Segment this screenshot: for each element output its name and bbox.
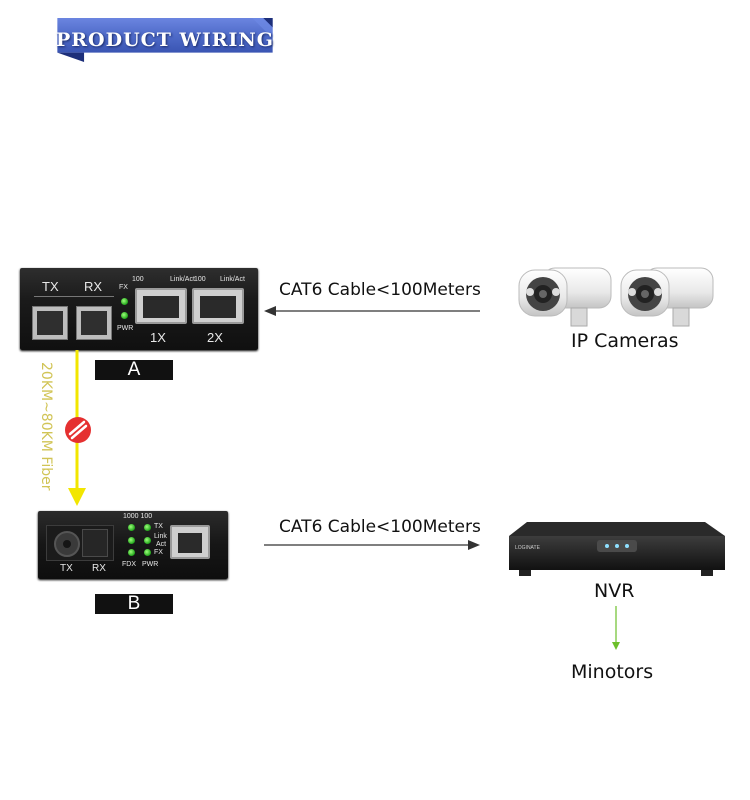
bottom-cable-label: CAT6 Cable<100Meters [279, 517, 481, 537]
device-a-fx-led [121, 298, 128, 305]
device-b-led-1 [128, 524, 135, 531]
top-cable-label: CAT6 Cable<100Meters [279, 280, 481, 300]
fiber-break-icon [65, 417, 91, 443]
device-a-fx-label: FX [119, 284, 128, 291]
fiber-arrowhead [68, 488, 86, 506]
nvr-image [509, 522, 725, 576]
ip-cameras-image [518, 267, 714, 327]
nvr-label: NVR [594, 580, 635, 602]
device-a-label: A [95, 360, 173, 380]
device-a-divider [34, 296, 114, 297]
banner-shape [57, 18, 273, 62]
device-b-fiber-port [54, 531, 80, 557]
device-b-label: B [95, 594, 173, 614]
device-b-led-2 [144, 524, 151, 531]
device-b-led-fx: FX [154, 549, 163, 556]
device-b-rx-port [82, 529, 108, 557]
device-a-pwr-led [121, 312, 128, 319]
device-b-led-5 [128, 549, 135, 556]
device-a-rj45-1x [135, 288, 187, 324]
device-b-led-3 [128, 537, 135, 544]
device-b-led-link: Link [154, 533, 167, 540]
device-a-rx-label: RX [84, 279, 103, 294]
device-a-speed-1: 100 [132, 276, 144, 283]
device-a-tx-label: TX [42, 279, 59, 294]
device-b-rx-label: RX [92, 563, 106, 574]
top-cable-arrow [264, 306, 480, 316]
device-b-rj45 [170, 525, 210, 559]
media-converter-b: TX RX 1000 100 TX Link Act FX FDX PWR [38, 511, 228, 579]
device-a-rj45-2x [192, 288, 244, 324]
fiber-break-arrows [68, 420, 88, 440]
device-b-led-act: Act [156, 541, 167, 548]
bottom-cable-arrow [264, 540, 480, 550]
fiber-label: 20KM~80KM Fiber [38, 362, 54, 491]
device-a-port-1x-label: 1X [150, 330, 166, 345]
device-a-pwr-label: PWR [117, 325, 134, 332]
monitor-arrow [612, 606, 620, 650]
device-b-speed-label: 1000 100 [123, 513, 153, 520]
camera-icon-1 [518, 267, 612, 327]
device-b-led-tx: TX [154, 523, 163, 530]
device-a-linkact-1: Link/Act [170, 276, 195, 283]
device-b-tx-label: TX [60, 563, 73, 574]
device-a-port-2x-label: 2X [207, 330, 223, 345]
media-converter-a: TX RX FX PWR 100 Link/Act 100 Link/Act 1… [20, 268, 258, 350]
device-a-speed-2: 100 [194, 276, 206, 283]
device-b-pwr: PWR [142, 561, 159, 568]
device-b-led-6 [144, 549, 151, 556]
banner-title: PRODUCT WIRING [55, 29, 275, 51]
device-a-sc-port-rx [76, 306, 112, 340]
device-a-sc-port-tx [32, 306, 68, 340]
ip-cameras-label: IP Cameras [571, 330, 679, 352]
camera-icon-2 [620, 267, 714, 327]
monitors-label: Minotors [571, 661, 654, 683]
device-a-linkact-2: Link/Act [220, 276, 245, 283]
nvr-brand: LOGINATE [515, 545, 540, 551]
fiber-link [65, 350, 91, 506]
device-b-led-4 [144, 537, 151, 544]
device-b-fdx: FDX [122, 561, 136, 568]
